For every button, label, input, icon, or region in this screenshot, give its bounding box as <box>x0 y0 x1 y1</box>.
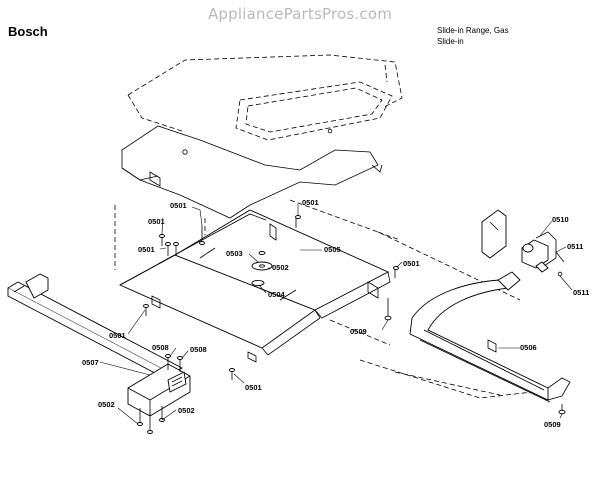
screw-top <box>199 225 205 245</box>
model-line-2: Slide-in <box>437 37 464 46</box>
screw-0509-mid <box>384 298 392 321</box>
callout-0501-bottom-left: 0501 <box>109 331 126 340</box>
callout-0508-b: 0508 <box>190 345 207 354</box>
screw-left-b <box>165 242 171 256</box>
screw-bottom <box>229 368 235 380</box>
washer-stack <box>251 251 273 287</box>
oven-cavity-outline <box>127 54 403 141</box>
burner-baffle-plate <box>118 209 391 363</box>
model-line-1: Slide-in Range, Gas <box>437 26 509 35</box>
callout-0505: 0505 <box>324 245 341 254</box>
screw-bottom-left <box>143 304 149 316</box>
callout-0511-a: 0511 <box>567 242 583 251</box>
callout-0501-top: 0501 <box>170 201 187 210</box>
callout-0509-mid: 0509 <box>350 327 367 336</box>
callout-0508-a: 0508 <box>152 343 169 352</box>
callout-labels: 0501 0501 0501 0501 0501 0501 0501 0503 … <box>82 198 589 429</box>
leader-lines <box>99 204 573 425</box>
callout-0501-left-b: 0501 <box>138 245 155 254</box>
watermark: AppliancePartsPros.com <box>207 5 393 23</box>
callout-0502-br: 0502 <box>178 406 195 415</box>
callout-0510: 0510 <box>552 215 569 224</box>
callout-0501-mid: 0501 <box>302 198 319 207</box>
callout-0509-right: 0509 <box>544 420 561 429</box>
callout-0501-bottom: 0501 <box>245 383 262 392</box>
burner-rail <box>7 273 183 383</box>
callout-0506: 0506 <box>520 343 537 352</box>
screw-left-c <box>173 242 179 256</box>
ignition-assembly <box>127 354 191 434</box>
brand-name: Bosch <box>8 24 48 39</box>
model-description: Slide-in Range, Gas Slide-in <box>437 25 509 47</box>
burner-tube <box>409 271 571 415</box>
screw-right <box>393 266 399 278</box>
screw-mid <box>295 215 301 228</box>
callout-0511-b: 0511 <box>573 288 589 297</box>
callout-0507: 0507 <box>82 358 99 367</box>
oven-floor-panel <box>121 125 383 219</box>
callout-0501-right: 0501 <box>403 259 420 268</box>
orifice-bracket <box>481 209 565 277</box>
screw-left-a <box>159 234 165 246</box>
callout-0503: 0503 <box>226 249 243 258</box>
callout-0502-mid: 0502 <box>272 263 289 272</box>
callout-0504: 0504 <box>268 290 286 299</box>
callout-0502-bl: 0502 <box>98 400 115 409</box>
callout-0501-left-a: 0501 <box>148 217 165 226</box>
screws <box>143 215 399 380</box>
